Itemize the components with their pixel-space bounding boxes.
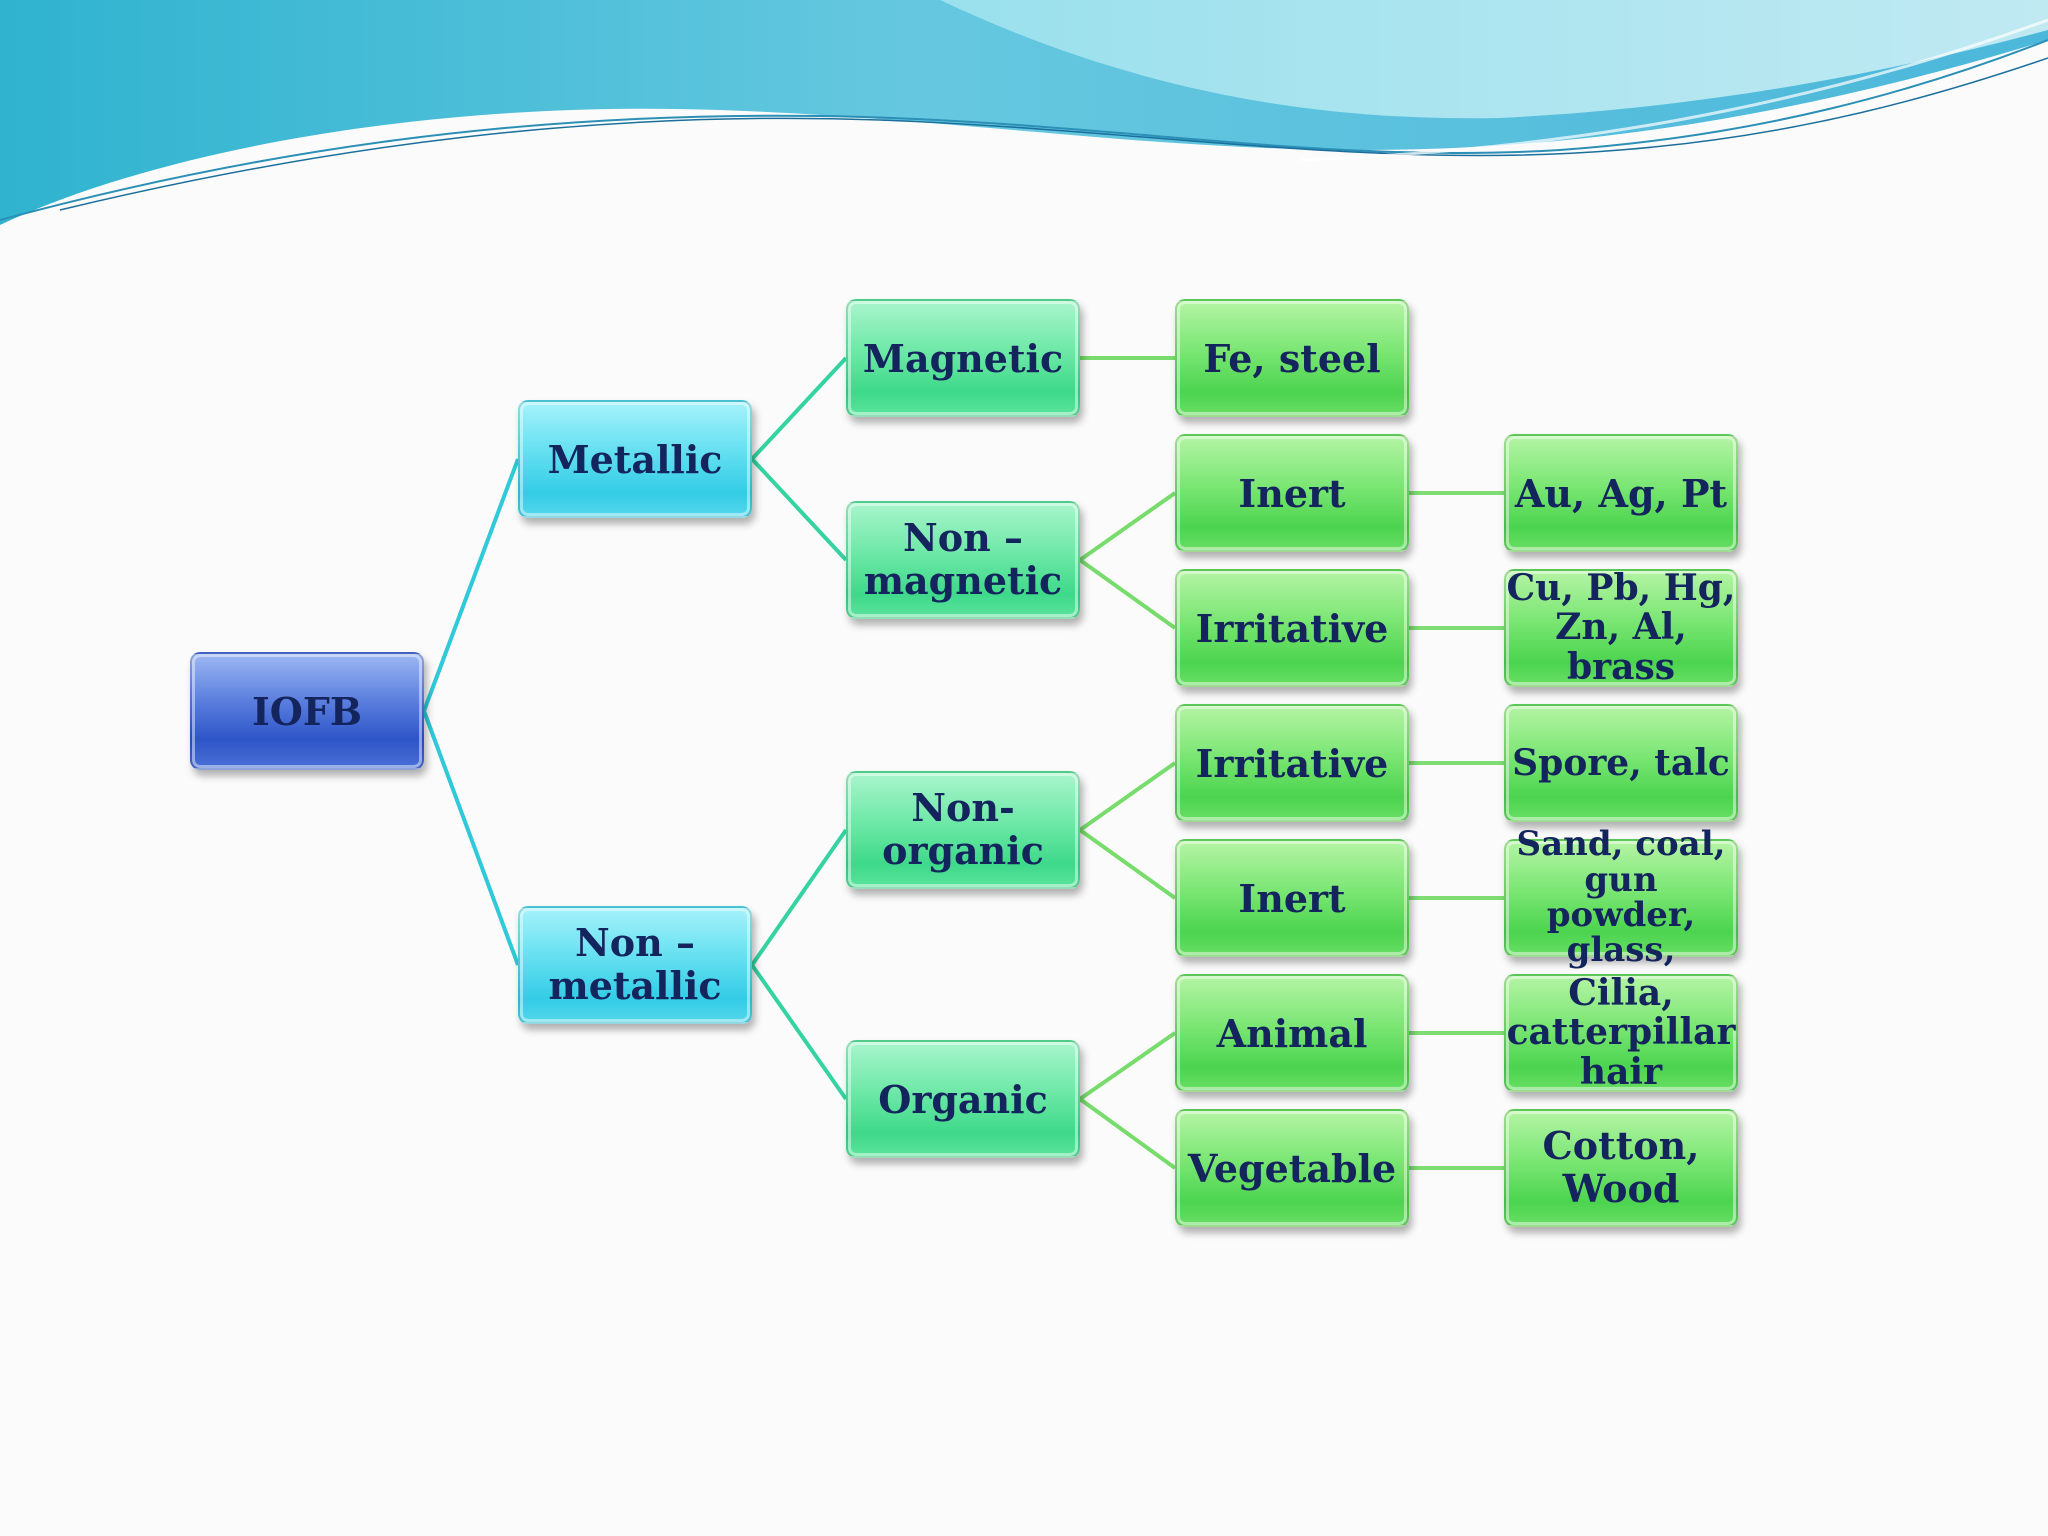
node-label: Non- organic: [882, 785, 1044, 873]
node-label: Fe, steel: [1203, 335, 1381, 381]
node-irritative-nonorganic: Irritative: [1175, 704, 1409, 822]
wave-line-2: [59, 57, 2048, 211]
node-cotton-wood: Cotton, Wood: [1504, 1109, 1738, 1227]
node-label: Animal: [1216, 1010, 1368, 1056]
node-inert-nonorganic: Inert: [1175, 839, 1409, 957]
node-non-metallic: Non – metallic: [518, 906, 752, 1024]
node-organic: Organic: [846, 1040, 1080, 1158]
node-au-ag-pt: Au, Ag, Pt: [1504, 434, 1738, 552]
node-label: Spore, talc: [1512, 742, 1730, 784]
node-label: IOFB: [252, 688, 362, 734]
connector-metallic-magnetic: [750, 356, 848, 461]
connector-organic-animal: [1078, 1031, 1177, 1101]
node-label: Cotton, Wood: [1542, 1123, 1700, 1211]
connector-iofb-non-metallic: [422, 710, 520, 966]
node-cilia: Cilia, catterpillar hair: [1504, 971, 1738, 1093]
node-label: Inert: [1238, 875, 1346, 921]
connector-non-magnetic-inert-metal: [1078, 491, 1177, 562]
node-label: Organic: [878, 1076, 1048, 1122]
node-sand-coal: Sand, coal, gun powder, glass,: [1504, 827, 1738, 968]
connector-non-organic-inert-nonorganic: [1078, 828, 1177, 900]
node-label: Irritative: [1195, 740, 1389, 786]
node-label: Non – metallic: [548, 920, 722, 1008]
node-label: Magnetic: [862, 335, 1064, 381]
node-label: Au, Ag, Pt: [1514, 470, 1728, 516]
node-animal: Animal: [1175, 974, 1409, 1092]
connector-iofb-metallic: [422, 458, 520, 712]
connector-non-organic-irritative-nonorganic: [1078, 761, 1177, 832]
decorative-wave-header: [0, 0, 2048, 225]
node-irritative-metal: Irritative: [1175, 569, 1409, 687]
wave-line-3: [1299, 18, 2048, 162]
node-metallic: Metallic: [518, 400, 752, 518]
node-inert-metal: Inert: [1175, 434, 1409, 552]
node-label: Metallic: [547, 436, 723, 482]
node-cu-pb-hg: Cu, Pb, Hg, Zn, Al, brass: [1504, 566, 1738, 688]
connector-organic-vegetable: [1078, 1097, 1177, 1170]
connector-non-metallic-non-organic: [750, 828, 848, 967]
node-label: Irritative: [1195, 605, 1389, 651]
wave-band-light: [940, 0, 2048, 119]
node-vegetable: Vegetable: [1175, 1109, 1409, 1227]
node-label: Sand, coal, gun powder, glass,: [1516, 824, 1726, 971]
connector-non-magnetic-irritative-metal: [1078, 558, 1177, 630]
node-label: Vegetable: [1187, 1145, 1397, 1191]
node-spore-talc: Spore, talc: [1504, 704, 1738, 822]
node-non-organic: Non- organic: [846, 771, 1080, 889]
node-iofb: IOFB: [190, 652, 424, 770]
node-fe-steel: Fe, steel: [1175, 299, 1409, 417]
node-label: Inert: [1238, 470, 1346, 516]
wave-line-1: [0, 39, 2048, 221]
node-label: Cu, Pb, Hg, Zn, Al, brass: [1506, 566, 1736, 688]
node-non-magnetic: Non – magnetic: [846, 501, 1080, 619]
node-label: Non – magnetic: [863, 515, 1063, 603]
node-label: Cilia, catterpillar hair: [1506, 971, 1736, 1093]
connector-non-metallic-organic: [750, 963, 848, 1101]
node-magnetic: Magnetic: [846, 299, 1080, 417]
connector-metallic-non-magnetic: [750, 457, 848, 562]
